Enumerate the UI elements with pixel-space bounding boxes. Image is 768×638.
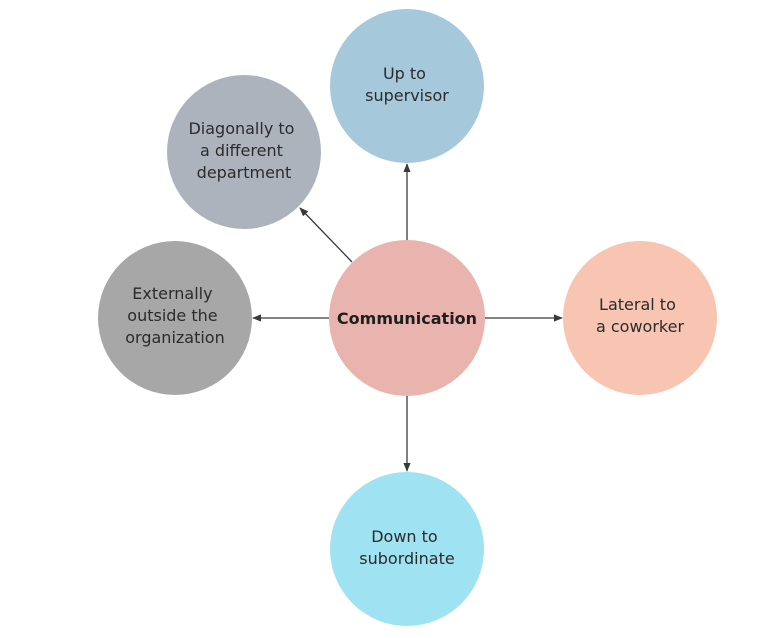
node-lateral-label: Lateral to a coworker — [596, 295, 684, 336]
center-node: Communication — [329, 240, 485, 396]
node-diagonal-label: Diagonally to a different department — [188, 119, 299, 182]
node-external-label: Externally outside the organization — [125, 284, 224, 347]
node-up-line-1: Up to — [383, 64, 426, 83]
node-lateral-circle — [563, 241, 717, 395]
node-up-line-2: supervisor — [365, 86, 449, 105]
center-label: Communication — [337, 309, 477, 328]
node-down-line-1: Down to — [371, 527, 437, 546]
node-external-circle — [98, 241, 252, 395]
node-diagonal: Diagonally to a different department — [167, 75, 321, 229]
node-external-line-3: organization — [125, 328, 224, 347]
node-lateral: Lateral to a coworker — [563, 241, 717, 395]
node-down-circle — [330, 472, 484, 626]
arrow-diagonal — [299, 207, 353, 263]
node-lateral-line-2: a coworker — [596, 317, 684, 336]
node-lateral-line-1: Lateral to — [599, 295, 676, 314]
node-diagonal-line-1: Diagonally to — [188, 119, 294, 138]
node-diagonal-line-2: a different — [200, 141, 283, 160]
node-external: Externally outside the organization — [98, 241, 252, 395]
node-up-circle — [330, 9, 484, 163]
arrows — [252, 163, 563, 472]
center-circle — [329, 240, 485, 396]
node-up-label: Up to supervisor — [365, 64, 449, 105]
node-down-label: Down to subordinate — [359, 527, 454, 568]
node-up: Up to supervisor — [330, 9, 484, 163]
node-down-line-2: subordinate — [359, 549, 454, 568]
node-external-line-2: outside the — [127, 306, 217, 325]
node-diagonal-line-3: department — [197, 163, 292, 182]
node-down: Down to subordinate — [330, 472, 484, 626]
node-diagonal-circle — [167, 75, 321, 229]
node-external-line-1: Externally — [132, 284, 212, 303]
